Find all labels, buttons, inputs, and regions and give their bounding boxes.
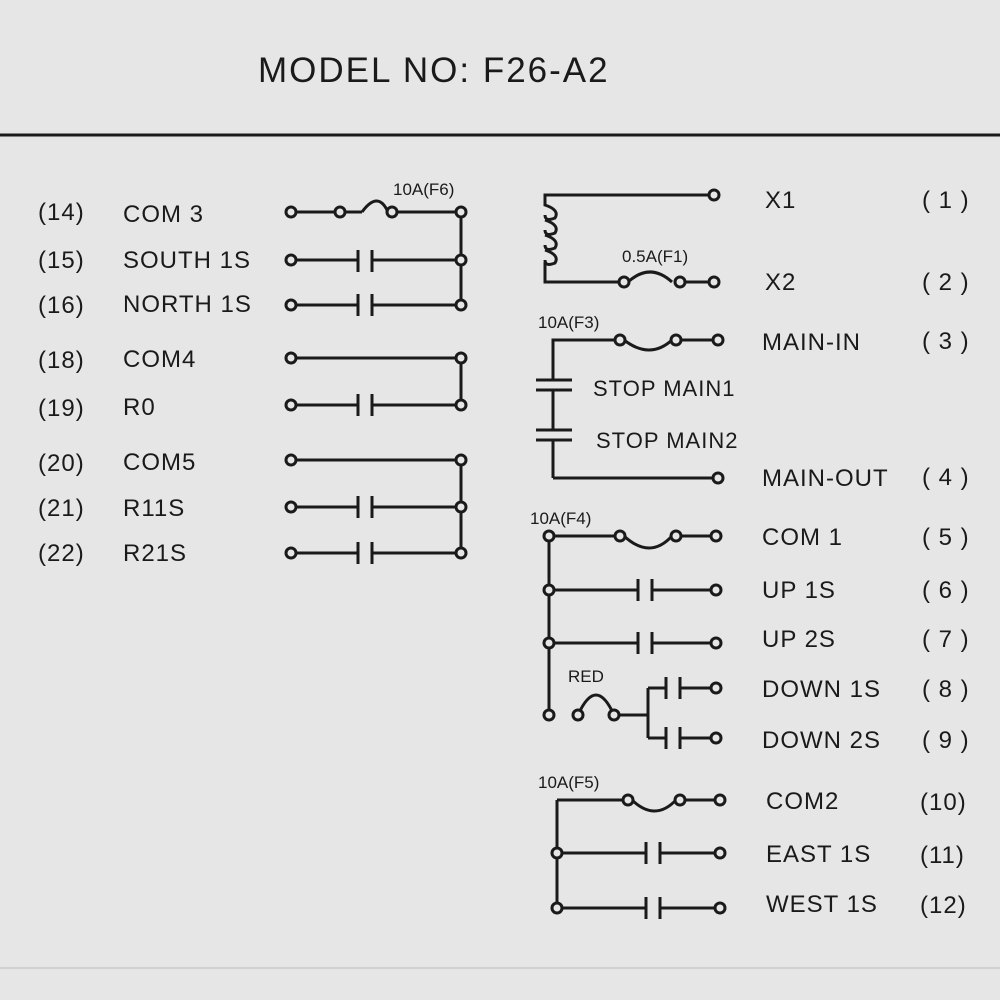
fuse-label: 10A(F5): [538, 773, 599, 792]
left-circuit: 10A(F6): [284, 180, 468, 564]
terminal-circles: [284, 205, 468, 560]
pin-label: (15): [38, 247, 85, 274]
terminal-label: WEST 1S: [766, 891, 878, 918]
terminal-label: DOWN 1S: [762, 676, 881, 703]
terminal-label: DOWN 2S: [762, 727, 881, 754]
fuse-label: 10A(F4): [530, 509, 591, 528]
pin-label: ( 9 ): [922, 727, 970, 754]
pin-label: ( 8 ): [922, 676, 970, 703]
pin-label: (21): [38, 495, 85, 522]
pin-label: ( 2 ): [922, 269, 970, 296]
pin-label: (22): [38, 540, 85, 567]
terminal-label: R21S: [123, 540, 187, 567]
fuse-label: 10A(F3): [538, 313, 599, 332]
pin-label: (19): [38, 395, 85, 422]
terminal-label: X2: [765, 269, 796, 296]
pin-label: ( 7 ): [922, 626, 970, 653]
terminal-label: MAIN-OUT: [762, 465, 889, 492]
pin-label: (11): [920, 842, 965, 869]
right-circuit: 0.5A(F1) 10A(F3) STOP MAIN1 STOP MAIN2 1…: [530, 188, 738, 919]
contact-label: STOP MAIN2: [596, 428, 738, 453]
pin-label: (20): [38, 450, 85, 477]
terminal-label: NORTH 1S: [123, 291, 252, 318]
pin-label: ( 1 ): [922, 187, 970, 214]
pin-label: (16): [38, 292, 85, 319]
pin-label: ( 3 ): [922, 328, 970, 355]
terminal-label: COM5: [123, 449, 196, 476]
terminal-label: UP 1S: [762, 577, 836, 604]
right-labels: X1 ( 1 ) X2 ( 2 ) MAIN-IN ( 3 ) MAIN-OUT ( 4…: [762, 187, 970, 919]
terminal-label: SOUTH 1S: [123, 247, 251, 274]
terminal-label: COM4: [123, 346, 196, 373]
terminal-label: R0: [123, 394, 156, 421]
pin-label: ( 5 ): [922, 524, 970, 551]
terminal-label: EAST 1S: [766, 841, 871, 868]
pin-label: (18): [38, 347, 85, 374]
terminal-label: MAIN-IN: [762, 329, 861, 356]
terminal-label: COM 1: [762, 524, 843, 551]
model-title: MODEL NO: F26-A2: [258, 51, 610, 90]
terminal-circles: [542, 188, 727, 915]
terminal-label: COM2: [766, 788, 839, 815]
terminal-label: COM 3: [123, 201, 204, 228]
contact-label: STOP MAIN1: [593, 376, 735, 401]
pin-label: ( 4 ): [922, 464, 970, 491]
pin-label: (10): [920, 789, 967, 816]
fuse-label: RED: [568, 667, 604, 686]
fuse-label: 0.5A(F1): [622, 247, 688, 266]
terminal-label: R11S: [123, 495, 185, 522]
left-labels: (14) COM 3 (15) SOUTH 1S (16) NORTH 1S (18)…: [38, 199, 252, 567]
terminal-label: X1: [765, 187, 796, 214]
pin-label: (12): [920, 892, 967, 919]
pin-label: (14): [38, 199, 85, 226]
terminal-label: UP 2S: [762, 626, 836, 653]
pin-label: ( 6 ): [922, 577, 970, 604]
fuse-label: 10A(F6): [393, 180, 454, 199]
